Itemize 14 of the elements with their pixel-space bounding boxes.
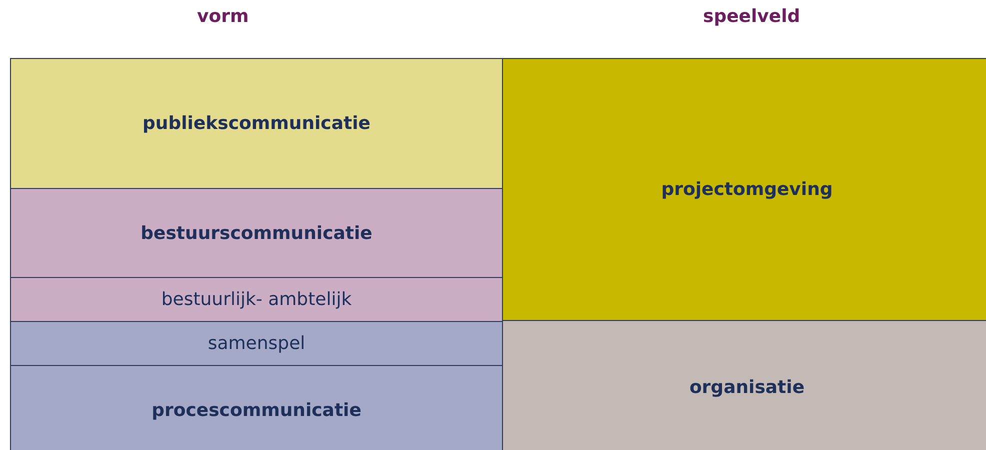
column-heading: vorm: [197, 6, 249, 27]
form-band: [10, 365, 503, 450]
field-band: [502, 320, 986, 450]
form-band: [10, 188, 503, 278]
form-band: [10, 58, 503, 189]
band-label: bestuurscommunicatie: [140, 222, 372, 244]
field-band: [502, 58, 986, 321]
band-label: procescommunicatie: [152, 400, 362, 420]
band-label: publiekscommunicatie: [142, 113, 370, 134]
column-heading: speelveld: [703, 6, 800, 27]
band-label: projectomgeving: [661, 179, 833, 200]
band-label: organisatie: [689, 377, 805, 398]
form-band: [10, 277, 503, 366]
band-label: bestuurlijk- ambtelijk samenspel: [160, 288, 353, 356]
